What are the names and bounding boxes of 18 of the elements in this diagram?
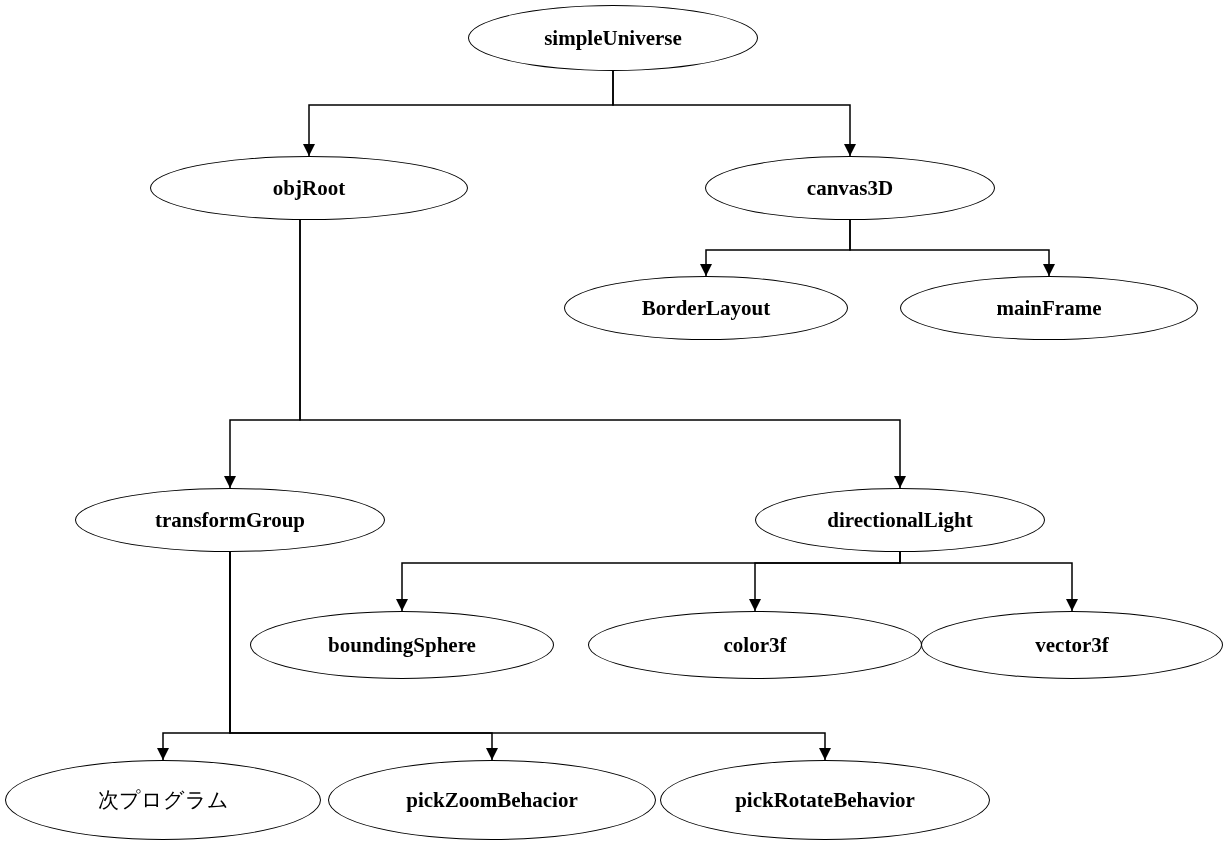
node-label: color3f [723, 632, 787, 658]
arrow [299, 219, 906, 489]
node-label: objRoot [272, 175, 346, 201]
node-label: vector3f [1035, 632, 1109, 658]
node-label: pickRotateBehavior [735, 787, 915, 813]
node-label: boundingSphere [328, 632, 476, 658]
node-label: BorderLayout [641, 295, 771, 321]
arrow [899, 551, 1078, 612]
node-label: directionalLight [827, 507, 973, 533]
node-label: pickZoomBehacior [406, 787, 578, 813]
node-label: mainFrame [996, 295, 1102, 321]
node-label: simpleUniverse [544, 25, 682, 51]
arrow [229, 551, 831, 761]
node-label: canvas3D [806, 175, 894, 201]
arrow [849, 219, 1055, 277]
node-label: transformGroup [154, 507, 306, 533]
arrow [612, 70, 856, 157]
node-label: 次プログラム [97, 787, 229, 814]
